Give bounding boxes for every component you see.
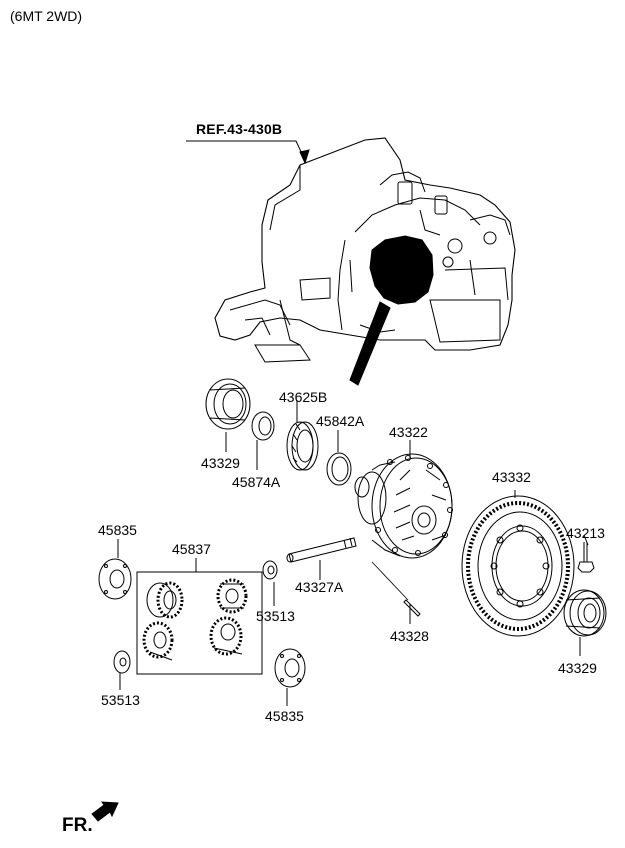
part-number-43332[interactable]: 43332: [492, 469, 531, 485]
leader-43213: [583, 534, 589, 546]
thrust-washer-small-left: [113, 650, 131, 674]
front-direction-arrow-icon: [91, 801, 119, 822]
part-number-53513-mid[interactable]: 53513: [256, 608, 295, 624]
part-number-45874A[interactable]: 45874A: [232, 474, 281, 490]
part-number-43322[interactable]: 43322: [389, 424, 428, 440]
part-number-43329-right[interactable]: 43329: [558, 660, 597, 676]
lock-pin: [371, 561, 421, 617]
snap-ring: [326, 452, 352, 486]
thrust-washer-left: [98, 558, 132, 600]
differential-gear-set: [136, 571, 263, 675]
pinion-shaft: [286, 537, 357, 563]
differential-location-marker: [349, 235, 434, 386]
part-number-43625B[interactable]: 43625B: [279, 389, 328, 405]
part-number-43327A[interactable]: 43327A: [295, 579, 344, 595]
part-number-45835-left[interactable]: 45835: [98, 522, 137, 538]
part-number-43329-left[interactable]: 43329: [201, 455, 240, 471]
reference-label: REF.43-430B: [196, 121, 283, 137]
differential-case: [354, 453, 453, 559]
part-number-43328[interactable]: 43328: [390, 628, 429, 644]
reference-leader-line: [186, 140, 306, 161]
oil-seal-small: [251, 411, 275, 441]
front-direction-label: FR.: [62, 815, 93, 836]
thrust-washer-bottom: [274, 648, 306, 688]
transaxle-housing: [214, 137, 516, 363]
bearing-right: [563, 589, 607, 637]
part-number-45835-bottom[interactable]: 45835: [265, 708, 304, 724]
ring-gear: [461, 495, 575, 637]
variant-header: (6MT 2WD): [10, 8, 83, 24]
ring-gear-bolt: [577, 542, 595, 573]
part-number-43213[interactable]: 43213: [566, 525, 605, 541]
bearing-left: [205, 378, 251, 430]
part-number-53513-left[interactable]: 53513: [101, 692, 140, 708]
part-number-45837[interactable]: 45837: [172, 541, 211, 557]
thrust-washer-small-mid: [262, 560, 278, 580]
part-number-45842A[interactable]: 45842A: [316, 413, 365, 429]
seal-ring: [286, 421, 319, 471]
